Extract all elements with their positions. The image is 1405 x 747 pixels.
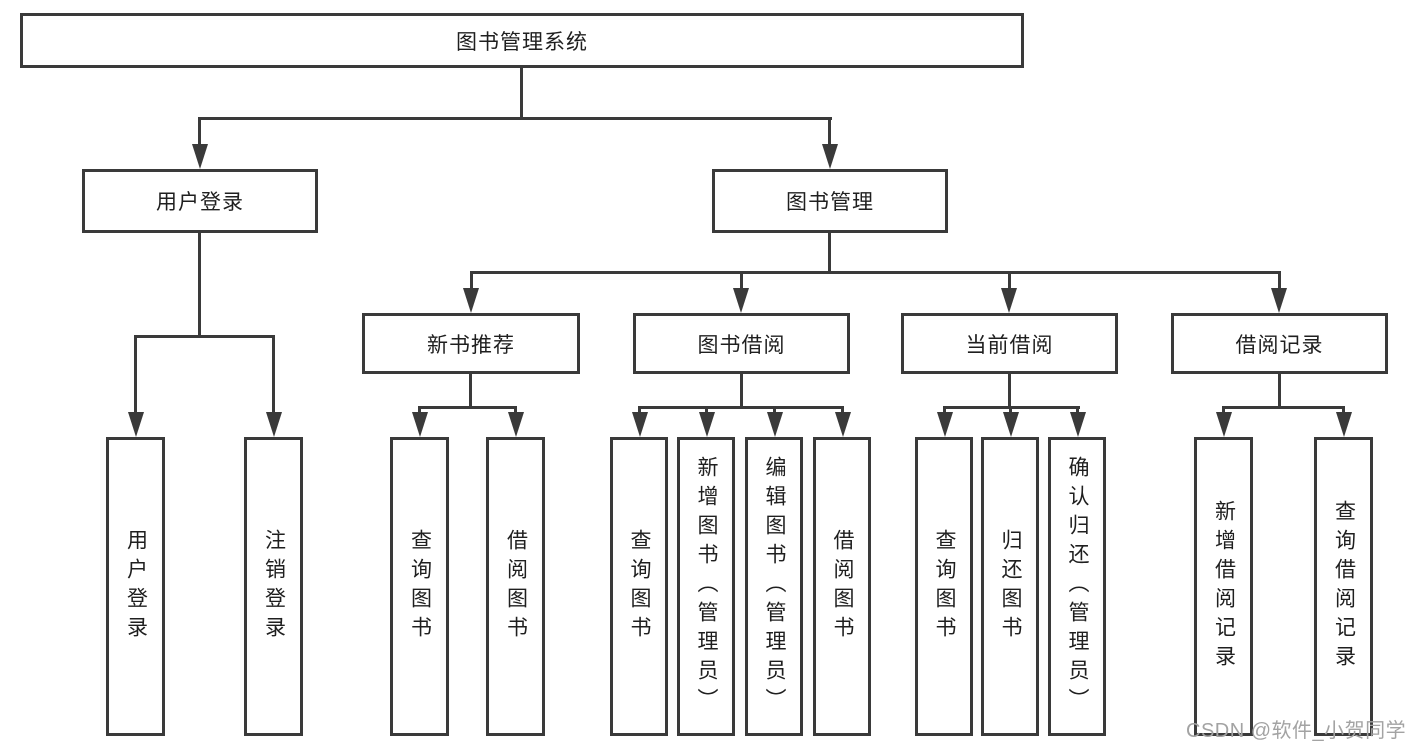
leaf-borrow-books-recommend: 借阅图书 [486,437,545,736]
node-borrow-records: 借阅记录 [1171,313,1388,374]
arrow-down-icon [192,144,208,169]
node-user-login: 用户登录 [82,169,318,233]
node-current-borrowing-label: 当前借阅 [965,333,1054,357]
connector-book-management-bar [470,271,1281,274]
node-book-management: 图书管理 [712,169,948,233]
leaf-query-borrow-record: 查询借阅记录 [1314,437,1373,736]
leaf-borrow-books-borrowing: 借阅图书 [813,437,871,736]
leaf-query-books-borrowing: 查询图书 [610,437,668,736]
node-new-book-recommend-label: 新书推荐 [427,333,515,357]
leaf-add-borrow-record-label: 新增借阅记录 [1212,499,1236,674]
node-book-borrowing-label: 图书借阅 [697,333,786,357]
connector-borrow-records-stem [1278,374,1281,408]
arrow-down-icon [835,412,851,437]
node-current-borrowing: 当前借阅 [901,313,1118,374]
node-user-login-label: 用户登录 [156,191,244,214]
connector-book-borrowing-stem [740,374,743,408]
arrow-down-icon [632,412,648,437]
arrow-down-icon [508,412,524,437]
leaf-query-books-recommend: 查询图书 [390,437,449,736]
node-book-management-label: 图书管理 [786,191,874,214]
node-root-label: 图书管理系统 [456,30,588,54]
node-root: 图书管理系统 [20,13,1024,68]
connector-drop-book-management [828,117,831,147]
leaf-add-borrow-record: 新增借阅记录 [1194,437,1253,736]
arrow-down-icon [767,412,783,437]
connector-root-bar [198,117,832,120]
connector-drop-borrow-records [1278,271,1281,293]
leaf-edit-books-admin: 编辑图书（管理员） [745,437,803,736]
arrow-down-icon [1336,412,1352,437]
arrow-down-icon [266,412,282,437]
leaf-confirm-return-admin-label: 确认归还（管理员） [1066,456,1089,717]
arrow-down-icon [1070,412,1086,437]
connector-book-borrowing-bar [638,406,844,409]
arrow-down-icon [822,144,838,169]
leaf-borrow-books-borrowing-label: 借阅图书 [831,528,854,645]
arrow-down-icon [1271,288,1287,313]
arrow-down-icon [1216,412,1232,437]
leaf-borrow-books-recommend-label: 借阅图书 [504,528,528,645]
connector-new-book-stem [469,374,472,408]
connector-root-stem [520,68,523,120]
node-new-book-recommend: 新书推荐 [362,313,580,374]
arrow-down-icon [699,412,715,437]
arrow-down-icon [1001,288,1017,313]
connector-drop-user-login [198,117,201,147]
leaf-query-books-recommend-label: 查询图书 [408,528,432,645]
leaf-edit-books-admin-label: 编辑图书（管理员） [763,456,786,717]
arrow-down-icon [128,412,144,437]
node-borrow-records-label: 借阅记录 [1235,333,1324,357]
leaf-confirm-return-admin: 确认归还（管理员） [1048,437,1106,736]
leaf-query-books-borrowing-label: 查询图书 [628,528,651,645]
csdn-watermark: CSDN @软件_小贺同学 [1186,720,1405,742]
connector-drop-new-book [470,271,473,293]
arrow-down-icon [1003,412,1019,437]
leaf-query-books-current-label: 查询图书 [933,528,956,645]
connector-borrow-records-bar [1222,406,1345,409]
arrow-down-icon [937,412,953,437]
connector-current-borrowing-stem [1008,374,1011,408]
leaf-user-login-label: 用户登录 [124,528,148,645]
connector-drop-leaf-user-login [134,335,137,415]
connector-book-management-stem [828,233,831,274]
leaf-user-login: 用户登录 [106,437,165,736]
leaf-query-borrow-record-label: 查询借阅记录 [1332,499,1356,674]
connector-user-login-bar [134,335,275,338]
leaf-add-books-admin-label: 新增图书（管理员） [695,456,718,717]
connector-new-book-bar [418,406,517,409]
arrow-down-icon [733,288,749,313]
connector-drop-leaf-logout [272,335,275,415]
connector-drop-current-borrowing [1008,271,1011,293]
leaf-query-books-current: 查询图书 [915,437,973,736]
node-book-borrowing: 图书借阅 [633,313,850,374]
connector-drop-book-borrowing [740,271,743,293]
arrow-down-icon [412,412,428,437]
leaf-return-books-label: 归还图书 [999,528,1022,645]
leaf-logout: 注销登录 [244,437,303,736]
leaf-add-books-admin: 新增图书（管理员） [677,437,735,736]
connector-user-login-stem [198,233,201,338]
arrow-down-icon [463,288,479,313]
leaf-return-books: 归还图书 [981,437,1039,736]
leaf-logout-label: 注销登录 [262,528,286,645]
